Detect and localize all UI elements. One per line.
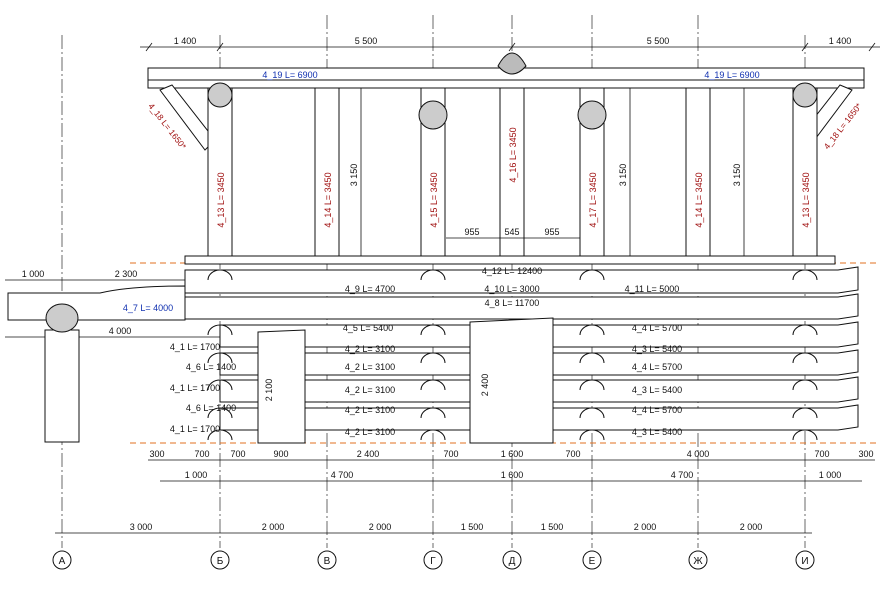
beam-label-4-1c: 4_1 L= 1700 bbox=[170, 424, 220, 434]
beam-label-4-3b: 4_3 L= 5400 bbox=[632, 385, 682, 395]
span-dim-1: 955 bbox=[464, 227, 479, 237]
posts bbox=[184, 87, 836, 265]
post-label-i: 4_13 L= 3450 bbox=[801, 172, 811, 227]
axis-dim-3: 2 000 bbox=[369, 522, 392, 532]
left-dim-c: 4 000 bbox=[109, 326, 132, 336]
opening-blocks bbox=[257, 317, 554, 444]
post-label-v: 4_14 L= 3450 bbox=[323, 172, 333, 227]
bottom2-dim-1600: 1 600 bbox=[501, 470, 524, 480]
bottom-dim-700d: 700 bbox=[565, 449, 580, 459]
beam-label-4-6b: 4_6 L= 1400 bbox=[186, 403, 236, 413]
top-dim-1: 1 400 bbox=[174, 36, 197, 46]
axis-label-i: И bbox=[801, 556, 808, 567]
roof-label-left: 4_19 L= 6900 bbox=[262, 70, 317, 80]
beam-label-4-11: 4_11 L= 5000 bbox=[625, 284, 680, 294]
beam-label-4-7: 4_7 L= 4000 bbox=[123, 303, 173, 313]
bottom-dim-700e: 700 bbox=[814, 449, 829, 459]
bottom-dim-2400: 2 400 bbox=[357, 449, 380, 459]
top-dim-4: 1 400 bbox=[829, 36, 852, 46]
top-dim-3: 5 500 bbox=[647, 36, 670, 46]
beam-label-4-8: 4_8 L= 11700 bbox=[485, 298, 540, 308]
stair-dim-2: 2 400 bbox=[480, 374, 490, 397]
beam-label-4-4c: 4_4 L= 5700 bbox=[632, 405, 682, 415]
beam-label-4-12: 4_12 L= 12400 bbox=[482, 266, 542, 276]
post-labels: 4_13 L= 3450 4_14 L= 3450 4_15 L= 3450 4… bbox=[216, 127, 811, 227]
beam-label-4-2d: 4_2 L= 3100 bbox=[345, 405, 395, 415]
axis-dim-6: 2 000 bbox=[634, 522, 657, 532]
bottom-dim-4000: 4 000 bbox=[687, 449, 710, 459]
post-top-caps bbox=[207, 82, 818, 130]
left-dim-b: 2 300 bbox=[115, 269, 138, 279]
bottom-dim-700b: 700 bbox=[230, 449, 245, 459]
axis-label-v: В bbox=[324, 556, 331, 567]
axis-dim-2: 2 000 bbox=[262, 522, 285, 532]
bottom-dims-row1: 300 700 700 900 2 400 700 1 600 700 4 00… bbox=[149, 449, 873, 459]
axis-dim-1: 3 000 bbox=[130, 522, 153, 532]
stair-dim-1: 2 100 bbox=[264, 379, 274, 402]
height-dim-lines bbox=[360, 88, 745, 256]
axis-labels: А Б В Г Д Е Ж И bbox=[59, 556, 809, 567]
top-dim-2: 5 500 bbox=[355, 36, 378, 46]
bottom-dim-900: 900 bbox=[273, 449, 288, 459]
beam-label-4-4a: 4_4 L= 5700 bbox=[632, 323, 682, 333]
axis-label-g: Г bbox=[430, 556, 436, 567]
axis-dims: 3 000 2 000 2 000 1 500 1 500 2 000 2 00… bbox=[130, 522, 763, 532]
bottom-dim-300-right: 300 bbox=[858, 449, 873, 459]
beam-label-4-6a: 4_6 L= 1400 bbox=[186, 362, 236, 372]
axis-dim-7: 2 000 bbox=[740, 522, 763, 532]
axis-label-b: Б bbox=[217, 556, 224, 567]
left-beam bbox=[7, 285, 186, 443]
beam-label-4-1a: 4_1 L= 1700 bbox=[170, 342, 220, 352]
axis-dim-5: 1 500 bbox=[541, 522, 564, 532]
bottom-dim-1600: 1 600 bbox=[501, 449, 524, 459]
beam-label-4-9: 4_9 L= 4700 bbox=[345, 284, 395, 294]
beam-label-4-2e: 4_2 L= 3100 bbox=[345, 427, 395, 437]
height-dim-3: 3 150 bbox=[732, 164, 742, 187]
bottom-dim-700a: 700 bbox=[194, 449, 209, 459]
axis-label-e: Е bbox=[589, 556, 596, 567]
height-dim-2: 3 150 bbox=[618, 164, 628, 187]
post-label-g: 4_15 L= 3450 bbox=[429, 172, 439, 227]
beam-label-4-3c: 4_3 L= 5400 bbox=[632, 427, 682, 437]
left-dim-lines bbox=[5, 279, 220, 338]
beam-label-4-2c: 4_2 L= 3100 bbox=[345, 385, 395, 395]
axis-label-zh: Ж bbox=[693, 556, 703, 567]
beam-label-4-4b: 4_4 L= 5700 bbox=[632, 362, 682, 372]
post-label-d: 4_16 L= 3450 bbox=[508, 127, 518, 182]
beam-label-4-2b: 4_2 L= 3100 bbox=[345, 362, 395, 372]
axis-bubbles bbox=[52, 550, 815, 570]
bottom-dim-300-left: 300 bbox=[149, 449, 164, 459]
top-dimension-line bbox=[140, 42, 880, 52]
left-dim-a: 1 000 bbox=[22, 269, 45, 279]
beam-label-4-5: 4_5 L= 5400 bbox=[343, 323, 393, 333]
bottom2-dim-4700-left: 4 700 bbox=[331, 470, 354, 480]
bottom2-dim-4700-right: 4 700 bbox=[671, 470, 694, 480]
post-label-e: 4_17 L= 3450 bbox=[588, 172, 598, 227]
bottom-dims-row2: 1 000 4 700 1 600 4 700 1 000 bbox=[185, 470, 842, 480]
post-label-b: 4_13 L= 3450 bbox=[216, 172, 226, 227]
bottom2-dim-1000-right: 1 000 bbox=[819, 470, 842, 480]
beam-labels: 4_12 L= 12400 4_9 L= 4700 4_10 L= 3000 4… bbox=[170, 266, 682, 437]
axis-dim-4: 1 500 bbox=[461, 522, 484, 532]
ridge-log-section bbox=[497, 52, 527, 75]
span-dim-3: 955 bbox=[544, 227, 559, 237]
bottom-dim-700c: 700 bbox=[443, 449, 458, 459]
roof-label-right: 4_19 L= 6900 bbox=[704, 70, 759, 80]
bottom-dim-lines bbox=[55, 459, 875, 534]
beam-label-4-2a: 4_2 L= 3100 bbox=[345, 344, 395, 354]
span-dim-2: 545 bbox=[504, 227, 519, 237]
post-label-zh: 4_14 L= 3450 bbox=[694, 172, 704, 227]
beam-label-4-3a: 4_3 L= 5400 bbox=[632, 344, 682, 354]
log-joint-arcs bbox=[207, 269, 818, 441]
beam-label-4-1b: 4_1 L= 1700 bbox=[170, 383, 220, 393]
height-dim-1: 3 150 bbox=[349, 164, 359, 187]
beam-label-4-10: 4_10 L= 3000 bbox=[484, 284, 539, 294]
bottom2-dim-1000-left: 1 000 bbox=[185, 470, 208, 480]
axis-label-a: А bbox=[59, 556, 66, 567]
axis-label-d: Д bbox=[509, 556, 516, 567]
